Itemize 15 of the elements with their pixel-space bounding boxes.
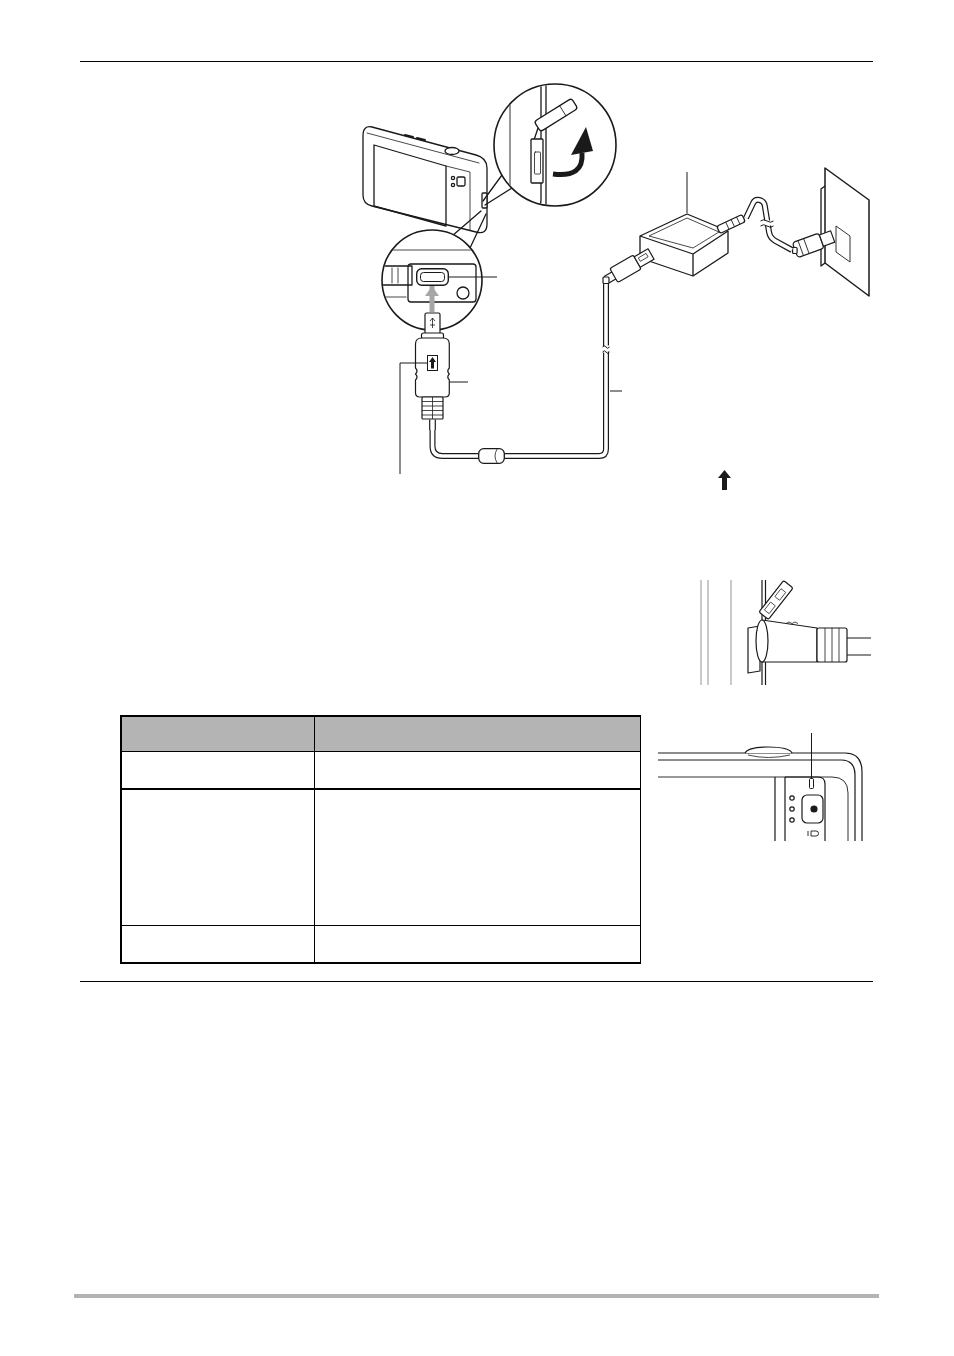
cable (429, 430, 609, 459)
leader-line (448, 276, 498, 278)
power-adapter (638, 213, 746, 279)
usb-port (416, 268, 449, 286)
leader-line (609, 390, 623, 392)
leader-line (399, 362, 428, 475)
cable (743, 196, 794, 253)
arrow (427, 286, 437, 312)
leader-line (449, 381, 469, 383)
cable (602, 340, 610, 442)
mains-plug (792, 230, 836, 259)
leader-line (686, 171, 688, 214)
leader-line (811, 732, 812, 779)
cable (603, 284, 609, 340)
indicator-lamp (809, 778, 814, 789)
